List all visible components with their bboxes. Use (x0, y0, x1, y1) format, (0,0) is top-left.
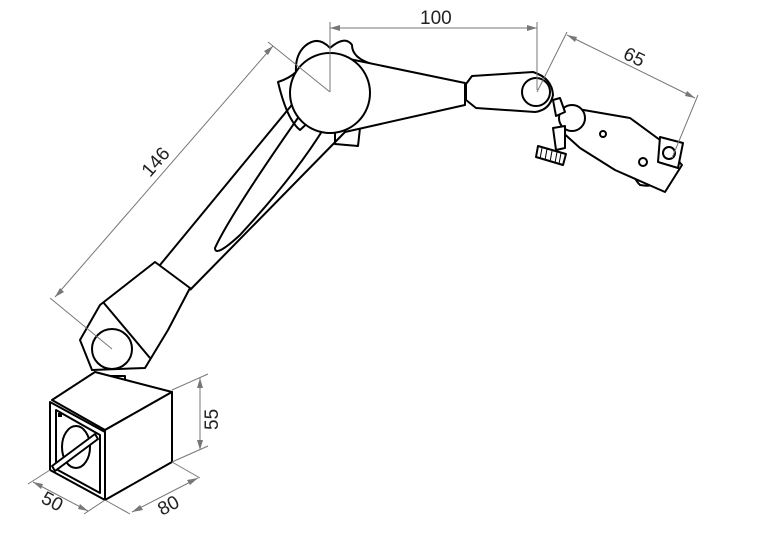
clamp-hole-1 (599, 130, 607, 138)
switch-dial (61, 425, 91, 469)
clamp-screw (662, 146, 676, 160)
clamp-hole-2 (638, 157, 648, 167)
lower-arm-rod-outer (159, 94, 301, 266)
indicator-mark (58, 413, 62, 417)
clamp-stem (552, 125, 566, 151)
clamp-jaw (657, 136, 684, 169)
dimension-100: 100 (329, 8, 538, 92)
dimension-label-50: 50 (38, 488, 67, 516)
dimension-label-146: 146 (138, 144, 175, 182)
clamp-body (559, 107, 683, 193)
lower-arm-rod-inner (189, 131, 346, 291)
dimension-55: 55 (171, 373, 223, 463)
dimension-label-100: 100 (420, 8, 452, 29)
dimension-label-65: 65 (620, 44, 648, 72)
dimension-label-55: 55 (202, 409, 223, 430)
end-ball (521, 77, 551, 107)
dimension-label-80: 80 (154, 492, 183, 520)
switch-lever (51, 433, 99, 472)
clamp-collar (552, 97, 566, 117)
